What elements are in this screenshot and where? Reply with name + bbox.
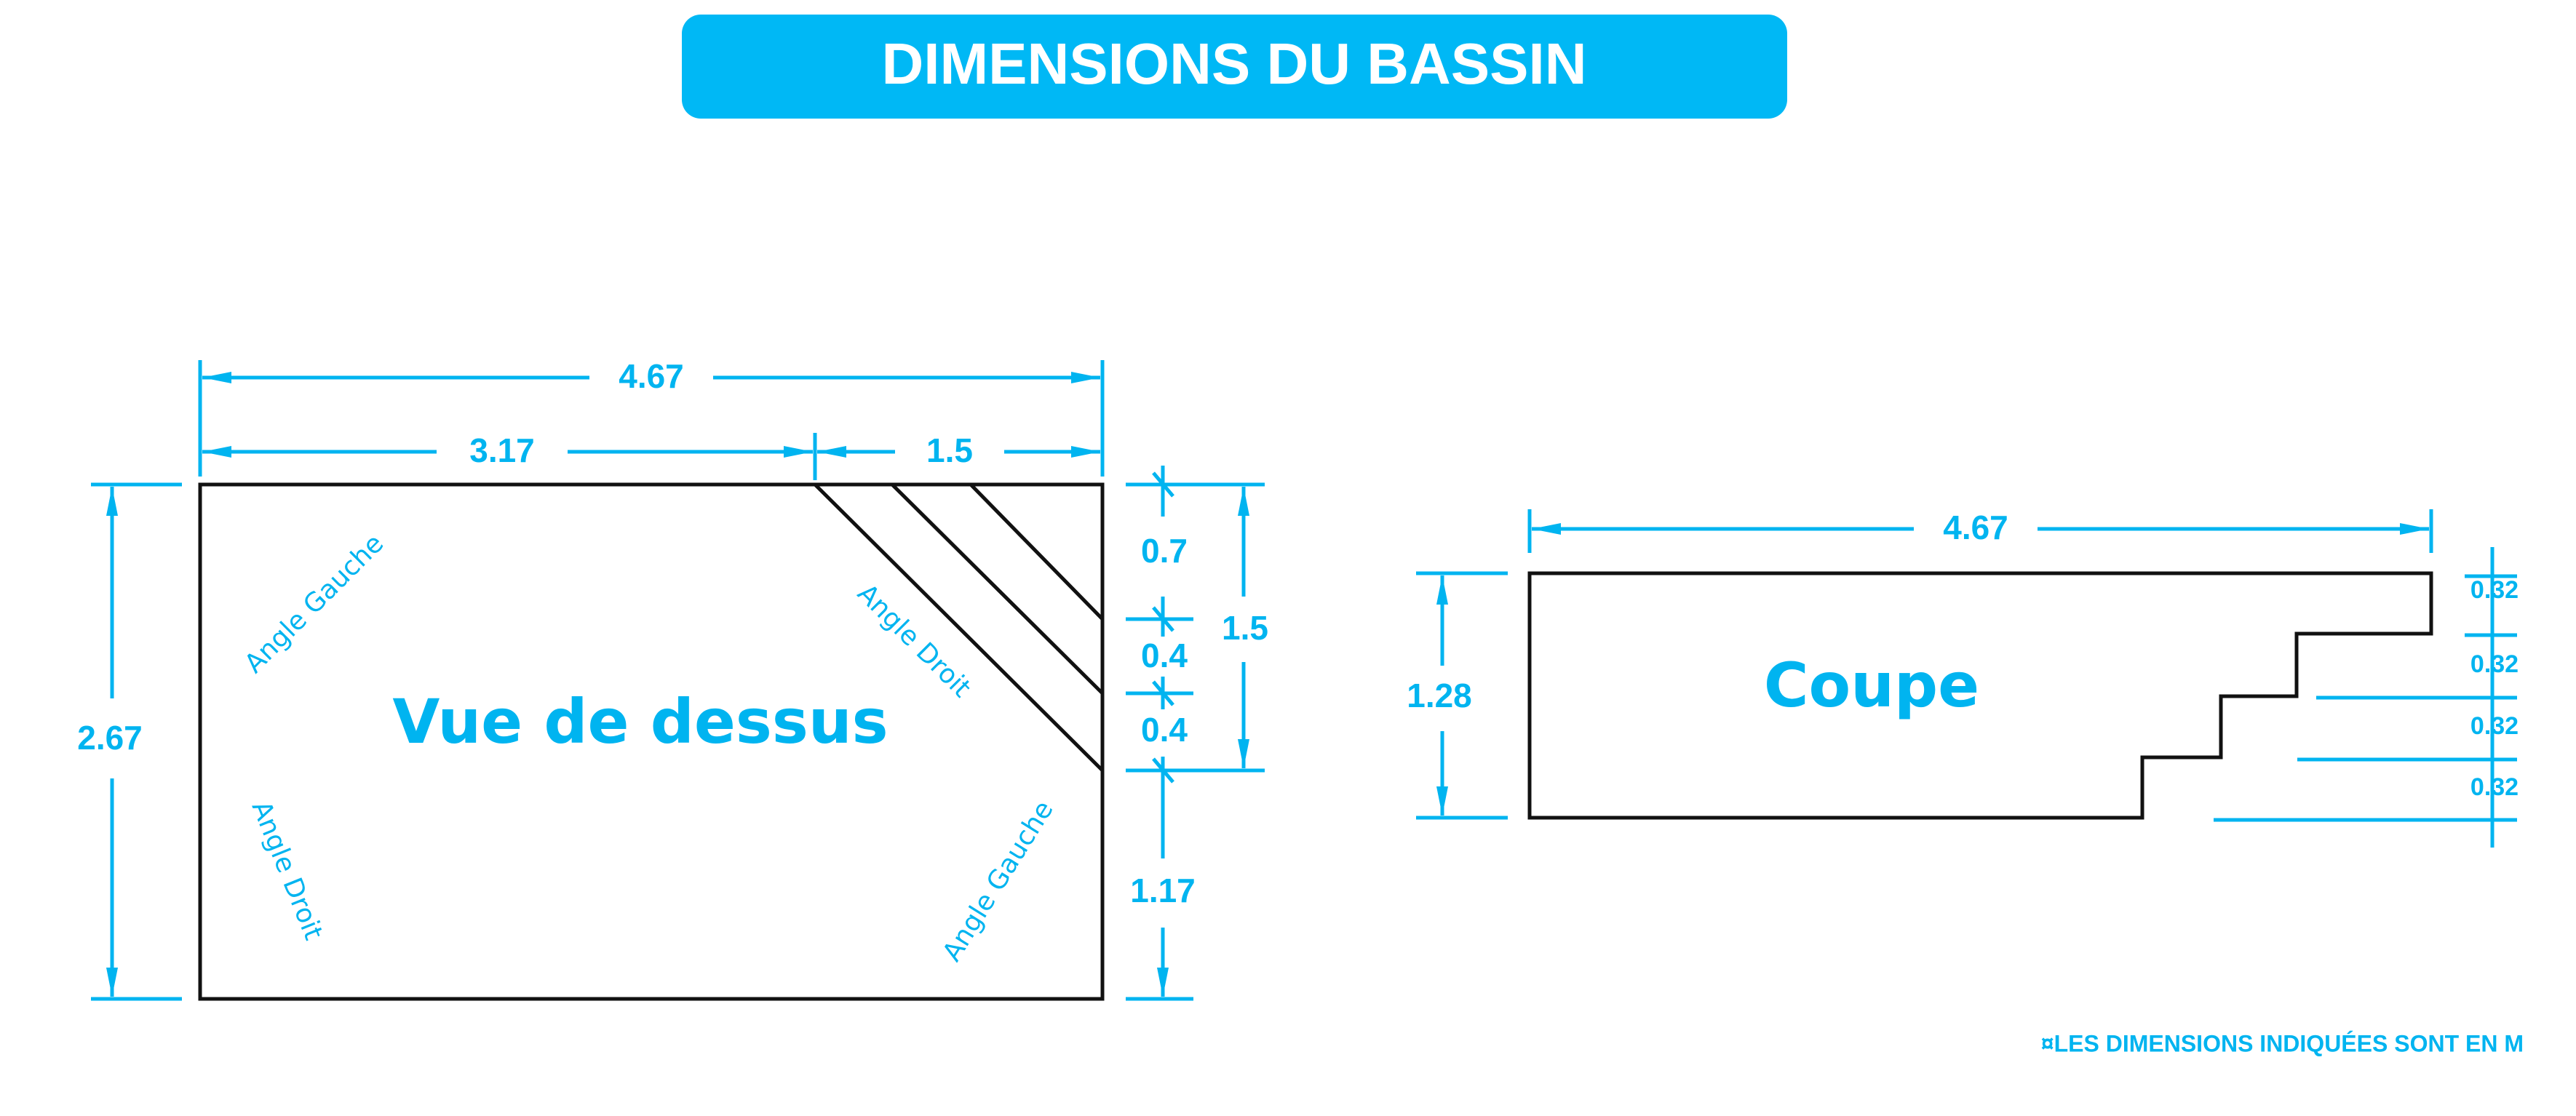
section-view: 4.67 1.28 0.32 0.32 0.32 0.32 Coupe [1407, 509, 2519, 848]
dimension-steps-side: 0.7 0.4 0.4 1.17 1.5 [1126, 466, 1268, 1001]
title-background [682, 15, 1787, 119]
step-2-value: 0.4 [1141, 637, 1188, 674]
step-line-3 [969, 483, 1104, 621]
top-view: 4.67 3.17 1.5 2.67 [77, 357, 1268, 1001]
depth-value: 1.28 [1407, 677, 1472, 714]
steps-width-value: 1.5 [1222, 609, 1268, 647]
step-height-4: 0.32 [2470, 773, 2519, 801]
step-line-2 [891, 483, 1104, 695]
section-view-label: Coupe [1764, 650, 1979, 721]
corner-label-top-left: Angle Gauche [239, 529, 390, 679]
step-line-1 [814, 483, 1104, 772]
corner-label-steps: Angle Droit [851, 578, 977, 704]
dimension-partial-lengths: 3.17 1.5 [202, 431, 1100, 480]
title-banner: DIMENSIONS DU BASSIN [682, 15, 1787, 119]
dimension-overall-length: 4.67 [198, 357, 1105, 477]
dimension-section-length: 4.67 [1527, 509, 2433, 553]
step-height-3: 0.32 [2470, 712, 2519, 740]
page-title: DIMENSIONS DU BASSIN [882, 31, 1587, 96]
section-length-value: 4.67 [1943, 509, 2008, 546]
dimension-depth: 1.28 [1407, 571, 1508, 820]
width-value: 2.67 [77, 719, 143, 757]
step-3-value: 0.4 [1141, 711, 1188, 749]
units-footnote: ¤LES DIMENSIONS INDIQUÉES SONT EN M [2041, 1030, 2524, 1056]
pool-outline-top [198, 482, 1105, 1001]
remaining-width-value: 1.17 [1130, 872, 1196, 909]
pool-profile-outline [1527, 571, 2433, 820]
dimension-step-heights: 0.32 0.32 0.32 0.32 [2214, 547, 2519, 848]
steps-length-value: 1.5 [926, 431, 973, 469]
main-length-value: 3.17 [469, 431, 535, 469]
corner-label-bottom-right: Angle Gauche [937, 796, 1060, 967]
dimension-width: 2.67 [77, 482, 182, 1001]
step-height-2: 0.32 [2470, 650, 2519, 678]
overall-length-value: 4.67 [619, 357, 684, 395]
step-height-1: 0.32 [2470, 576, 2519, 604]
step-1-value: 0.7 [1141, 532, 1188, 570]
top-view-label: Vue de dessus [392, 686, 888, 757]
corner-label-bottom-left: Angle Droit [246, 797, 329, 944]
